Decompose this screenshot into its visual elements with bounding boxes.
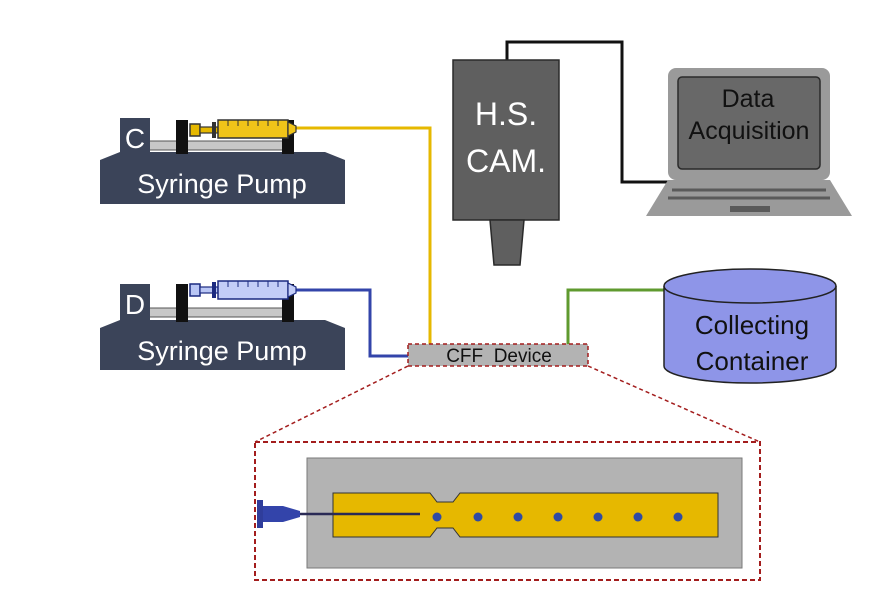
collecting-container: Collecting Container: [663, 268, 837, 384]
droplets: [432, 512, 683, 522]
needle-icon: [257, 500, 420, 528]
camera-lens: [489, 219, 525, 266]
laptop-keys: [668, 188, 830, 200]
device-box: [407, 343, 589, 367]
syringe-pump-icon: [100, 152, 345, 204]
camera-data-cable: [505, 40, 672, 184]
droplet: [513, 512, 523, 522]
syringe-pump-d: D Syringe Pump: [100, 280, 345, 370]
droplet: [473, 512, 483, 522]
laptop-touchpad: [730, 206, 770, 212]
chip-channel: [332, 492, 719, 538]
droplet: [593, 512, 603, 522]
high-speed-camera: H.S. CAM.: [452, 59, 560, 266]
syringe-pump-icon: [100, 320, 345, 370]
camera-label-line2: CAM.: [466, 143, 546, 179]
laptop-label-line2: Acquisition: [689, 117, 810, 145]
dispersed-phase-line: [296, 288, 412, 358]
syringe-pump-c: C Syringe Pump: [100, 118, 345, 204]
container-label-line2: Container: [696, 346, 809, 376]
container-label-line1: Collecting: [695, 310, 809, 340]
droplet: [432, 512, 442, 522]
pump-c-tag: C: [125, 123, 145, 154]
pump-rail: [147, 307, 289, 318]
laptop-screen: [677, 76, 821, 170]
syringe-c: [189, 119, 297, 139]
pump-tag-box: [120, 118, 150, 154]
cylinder-container-icon: [663, 286, 837, 384]
pump-rail: [147, 140, 289, 151]
device-label: CFF Device: [446, 346, 552, 367]
droplet: [673, 512, 683, 522]
pump-block-left: [176, 284, 188, 322]
pump-block-left: [176, 120, 188, 154]
camera-icon: [452, 59, 560, 221]
laptop-label-line1: Data: [722, 85, 775, 113]
pump-d-label: Syringe Pump: [137, 336, 307, 366]
zoom-projection: [254, 365, 761, 443]
output-line: [566, 288, 664, 346]
pump-d-tag: D: [125, 289, 145, 320]
camera-label-line1: H.S.: [475, 96, 537, 132]
cff-device: CFF Device: [407, 343, 589, 367]
syringe-d: [189, 280, 297, 300]
pump-tag-box: [120, 284, 150, 320]
chip-detail: [254, 441, 761, 581]
tubing-lines: [296, 40, 672, 358]
container-top: [663, 268, 837, 304]
continuous-phase-line: [296, 126, 432, 346]
data-acquisition-laptop: Data Acquisition: [646, 68, 852, 216]
droplet: [553, 512, 563, 522]
droplet: [633, 512, 643, 522]
pump-c-label: Syringe Pump: [137, 169, 307, 199]
